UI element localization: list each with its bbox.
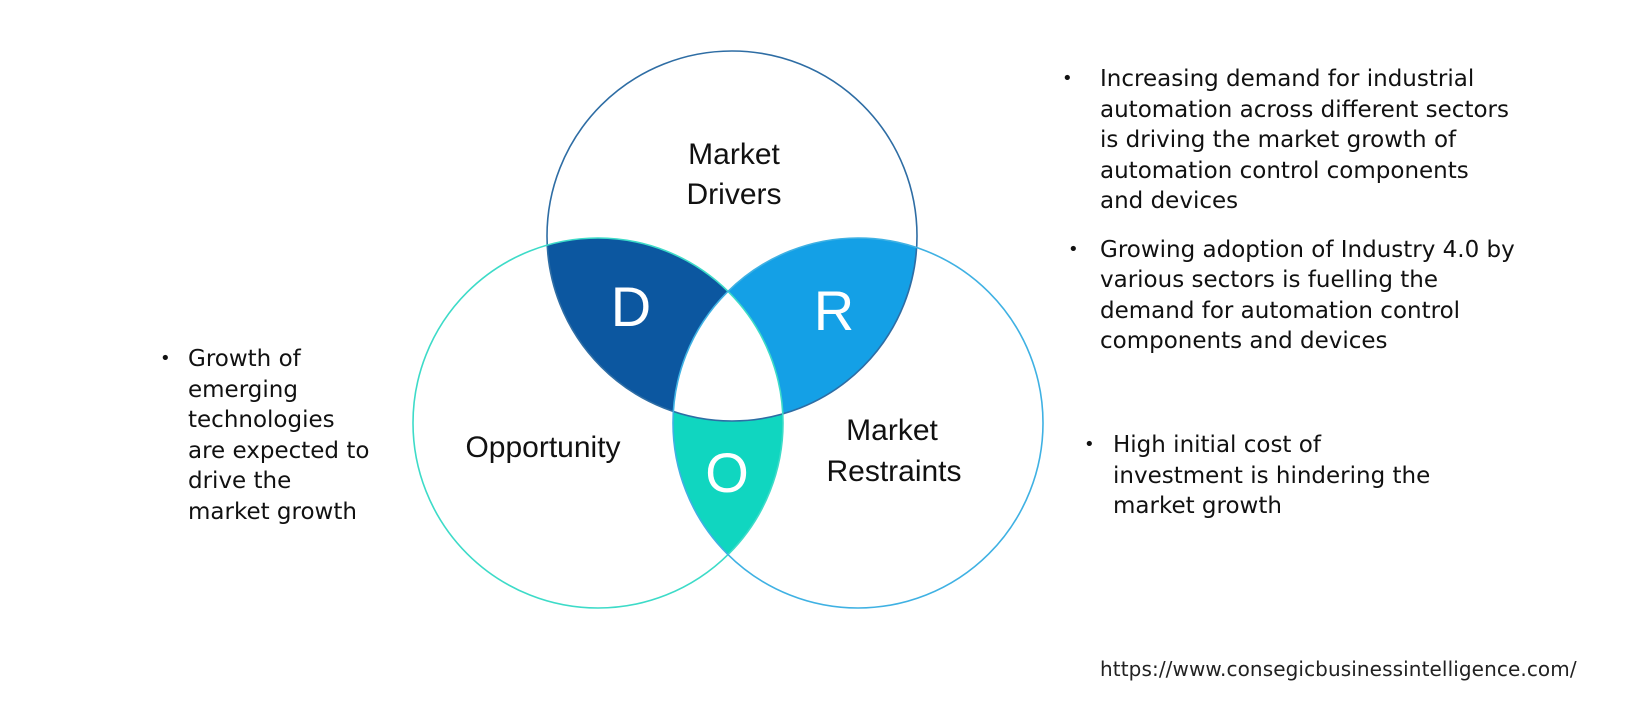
bullet-dot: • [160, 348, 171, 369]
letter-o: O [705, 441, 749, 504]
drivers-item-1: • Increasing demand for industrial autom… [1062, 64, 1515, 217]
opportunity-circle [412, 237, 784, 609]
opportunity-item-1-text: Growth of emerging technologies are expe… [188, 346, 370, 525]
opportunity-item-1: • Growth of emerging technologies are ex… [160, 344, 378, 527]
opportunity-label: Opportunity [465, 431, 620, 464]
restraints-bullet-list: • High initial cost of investment is hin… [1084, 430, 1443, 522]
restraints-label-line1: Market [846, 414, 938, 447]
letter-r: R [814, 279, 854, 342]
restraints-circle [672, 237, 1044, 609]
bullet-dot: • [1068, 238, 1079, 260]
restraints-item-1: • High initial cost of investment is hin… [1084, 430, 1443, 522]
drivers-item-2-text: Growing adoption of Industry 4.0 by vari… [1100, 236, 1515, 355]
bullet-dot: • [1084, 434, 1095, 455]
restraints-item-1-text: High initial cost of investment is hinde… [1113, 432, 1431, 519]
drivers-circle [546, 50, 918, 422]
drivers-bullet-list: • Increasing demand for industrial autom… [1062, 64, 1515, 357]
drivers-item-1-text: Increasing demand for industrial automat… [1100, 66, 1509, 214]
source-url: https://www.consegicbusinessintelligence… [1100, 657, 1577, 681]
drivers-item-2: • Growing adoption of Industry 4.0 by va… [1068, 235, 1515, 357]
drivers-label-line2: Drivers [687, 178, 782, 211]
drivers-label-line1: Market [688, 138, 780, 171]
opportunity-bullet-list: • Growth of emerging technologies are ex… [160, 344, 378, 527]
bullet-dot: • [1062, 68, 1073, 89]
restraints-label-line2: Restraints [826, 455, 961, 488]
letter-d: D [611, 275, 651, 338]
